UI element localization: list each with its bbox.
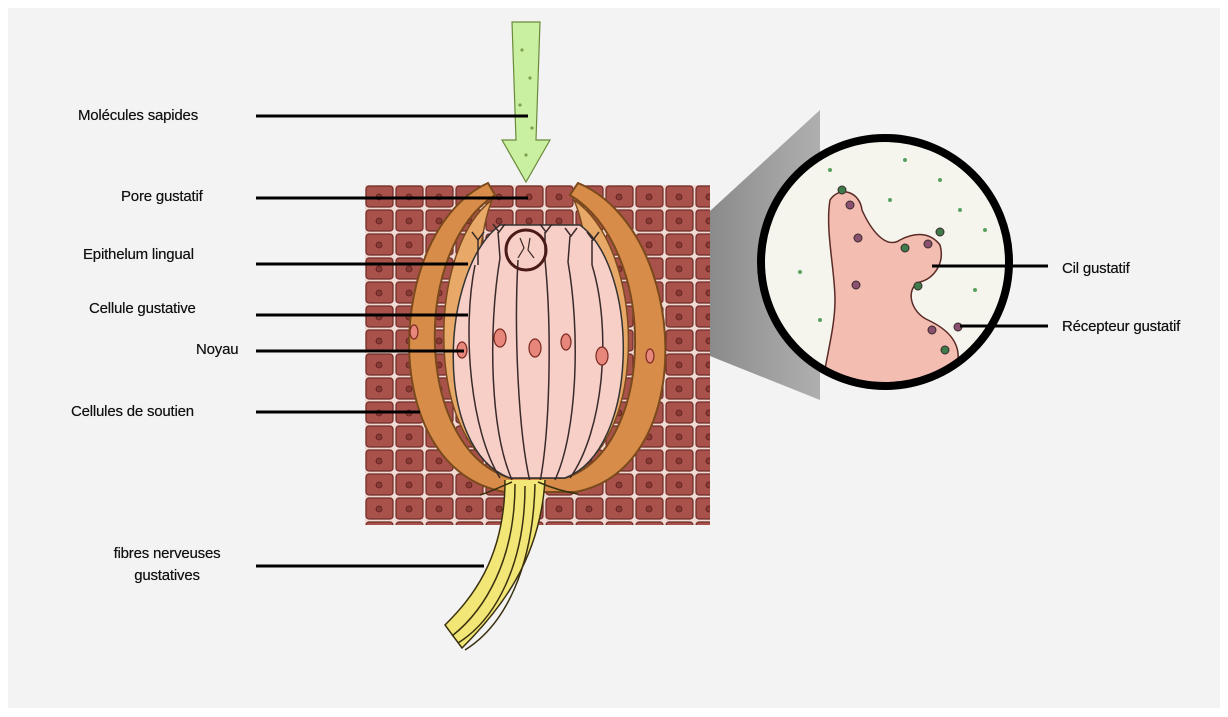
label-pore: Pore gustatif [121, 188, 203, 206]
label-nerve-line1: fibres nerveuses [92, 545, 242, 563]
label-cilium: Cil gustatif [1062, 260, 1130, 278]
molecules-arrow [502, 22, 550, 182]
label-taste-cell: Cellule gustative [89, 300, 196, 318]
label-epithelium: Epithelum lingual [83, 246, 194, 264]
label-nerve-fibers: fibres nerveuses gustatives [92, 545, 242, 585]
label-receptor: Récepteur gustatif [1062, 318, 1180, 336]
label-nerve-line2: gustatives [92, 567, 242, 585]
label-support-cells: Cellules de soutien [71, 403, 194, 421]
label-molecules: Molécules sapides [78, 107, 198, 125]
label-nucleus: Noyau [196, 341, 238, 359]
